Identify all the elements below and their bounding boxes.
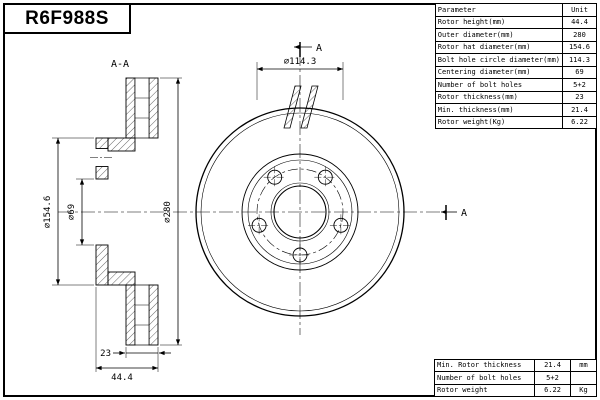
front-view bbox=[195, 85, 405, 317]
summary-value: 6.22 bbox=[534, 383, 571, 397]
dim-hat-label: ⌀154.6 bbox=[43, 196, 53, 229]
table-row: Rotor hat diameter(mm) 154.6 bbox=[434, 40, 597, 54]
dim-bolt-circle-label: ⌀114.3 bbox=[284, 57, 317, 67]
dim-height-label: 44.4 bbox=[111, 373, 133, 383]
summary-label: Rotor weight bbox=[434, 383, 535, 397]
summary-value: 5+2 bbox=[534, 371, 571, 385]
param-value: 154.6 bbox=[562, 40, 597, 54]
summary-unit bbox=[570, 371, 597, 385]
section-slot-holes bbox=[283, 85, 319, 129]
dim-height bbox=[95, 287, 159, 372]
section-mark-right bbox=[440, 205, 457, 220]
table-row: Rotor height(mm) 44.4 bbox=[434, 15, 597, 29]
param-label: Outer diameter(mm) bbox=[434, 28, 564, 42]
section-view bbox=[90, 77, 159, 346]
param-label: Bolt hole circle diameter(mm) bbox=[434, 53, 564, 67]
param-value: 44.4 bbox=[562, 15, 597, 29]
dim-bolt-circle bbox=[256, 62, 344, 100]
summary-table: Min. Rotor thickness 21.4 mm Number of b… bbox=[434, 358, 597, 397]
table-row: Min. Rotor thickness 21.4 mm bbox=[434, 358, 597, 372]
table-row: Rotor weight(Kg) 6.22 bbox=[434, 115, 597, 129]
table-row: Rotor thickness(mm) 23 bbox=[434, 90, 597, 104]
dim-centering-label: ⌀69 bbox=[67, 204, 77, 220]
parameter-column-header: Parameter bbox=[434, 3, 564, 17]
table-row: Rotor weight 6.22 Kg bbox=[434, 383, 597, 397]
bolt-hole-crosshairs bbox=[248, 166, 352, 266]
section-view-label: A-A bbox=[111, 59, 129, 70]
param-value: 280 bbox=[562, 28, 597, 42]
parameter-table: Parameter Unit Rotor height(mm) 44.4 Out… bbox=[434, 3, 597, 129]
summary-unit: Kg bbox=[570, 383, 597, 397]
param-value: 114.3 bbox=[562, 53, 597, 67]
summary-value: 21.4 bbox=[534, 358, 571, 372]
dim-hat bbox=[52, 137, 94, 286]
param-label: Rotor height(mm) bbox=[434, 15, 564, 29]
param-value: 69 bbox=[562, 65, 597, 79]
param-label: Centering diameter(mm) bbox=[434, 65, 564, 79]
unit-column-header: Unit bbox=[562, 3, 597, 17]
dim-centering bbox=[76, 178, 94, 246]
dim-outer bbox=[160, 77, 182, 346]
centerlines bbox=[58, 52, 442, 335]
param-label: Min. thickness(mm) bbox=[434, 103, 564, 117]
param-label: Rotor hat diameter(mm) bbox=[434, 40, 564, 54]
param-value: 21.4 bbox=[562, 103, 597, 117]
summary-label: Min. Rotor thickness bbox=[434, 358, 535, 372]
table-row: Min. thickness(mm) 21.4 bbox=[434, 103, 597, 117]
section-mark-top-label: A bbox=[316, 43, 322, 54]
param-label: Rotor weight(Kg) bbox=[434, 115, 564, 129]
centering-hole bbox=[273, 185, 327, 239]
param-value: 23 bbox=[562, 90, 597, 104]
table-row: Number of bolt holes 5+2 bbox=[434, 371, 597, 385]
param-label: Number of bolt holes bbox=[434, 78, 564, 92]
dim-thickness bbox=[113, 347, 171, 358]
table-row: Centering diameter(mm) 69 bbox=[434, 65, 597, 79]
param-label: Rotor thickness(mm) bbox=[434, 90, 564, 104]
parameter-table-header-row: Parameter Unit bbox=[434, 3, 597, 17]
section-mark-top bbox=[293, 42, 312, 57]
summary-unit: mm bbox=[570, 358, 597, 372]
dim-outer-label: ⌀280 bbox=[163, 201, 173, 223]
section-mark-right-label: A bbox=[461, 208, 467, 219]
dim-thickness-label: 23 bbox=[100, 349, 111, 359]
param-value: 6.22 bbox=[562, 115, 597, 129]
bolt-circle bbox=[256, 168, 344, 256]
part-number-box: R6F988S bbox=[3, 3, 131, 34]
table-row: Outer diameter(mm) 280 bbox=[434, 28, 597, 42]
table-row: Bolt hole circle diameter(mm) 114.3 bbox=[434, 53, 597, 67]
table-row: Number of bolt holes 5+2 bbox=[434, 78, 597, 92]
param-value: 5+2 bbox=[562, 78, 597, 92]
part-number: R6F988S bbox=[25, 7, 109, 29]
summary-label: Number of bolt holes bbox=[434, 371, 535, 385]
